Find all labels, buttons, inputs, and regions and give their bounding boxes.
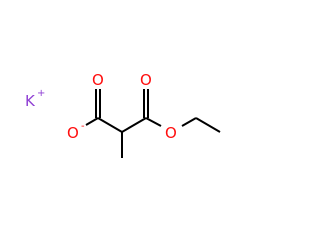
carboxylate-single-oxygen-label: O [67, 124, 79, 142]
potassium-charge: + [37, 88, 45, 99]
carboxylate-double-oxygen-label: O [92, 71, 104, 89]
bond-o-ester-ch2 [181, 117, 197, 127]
structure-diagram: K + O O - O O [25, 71, 221, 158]
ester-single-oxygen-label: O [165, 124, 177, 142]
potassium-label: K [25, 92, 36, 110]
bond-c2-c3 [121, 117, 147, 133]
ester-carbonyl-oxygen-label: O [140, 71, 152, 89]
bond-c1-o-minus [85, 117, 99, 126]
bond-ch2-ch3 [195, 117, 221, 133]
bond-c3-o-ester [145, 117, 162, 127]
carboxylate-charge: - [81, 121, 85, 132]
bond-c1-c2 [97, 117, 123, 133]
